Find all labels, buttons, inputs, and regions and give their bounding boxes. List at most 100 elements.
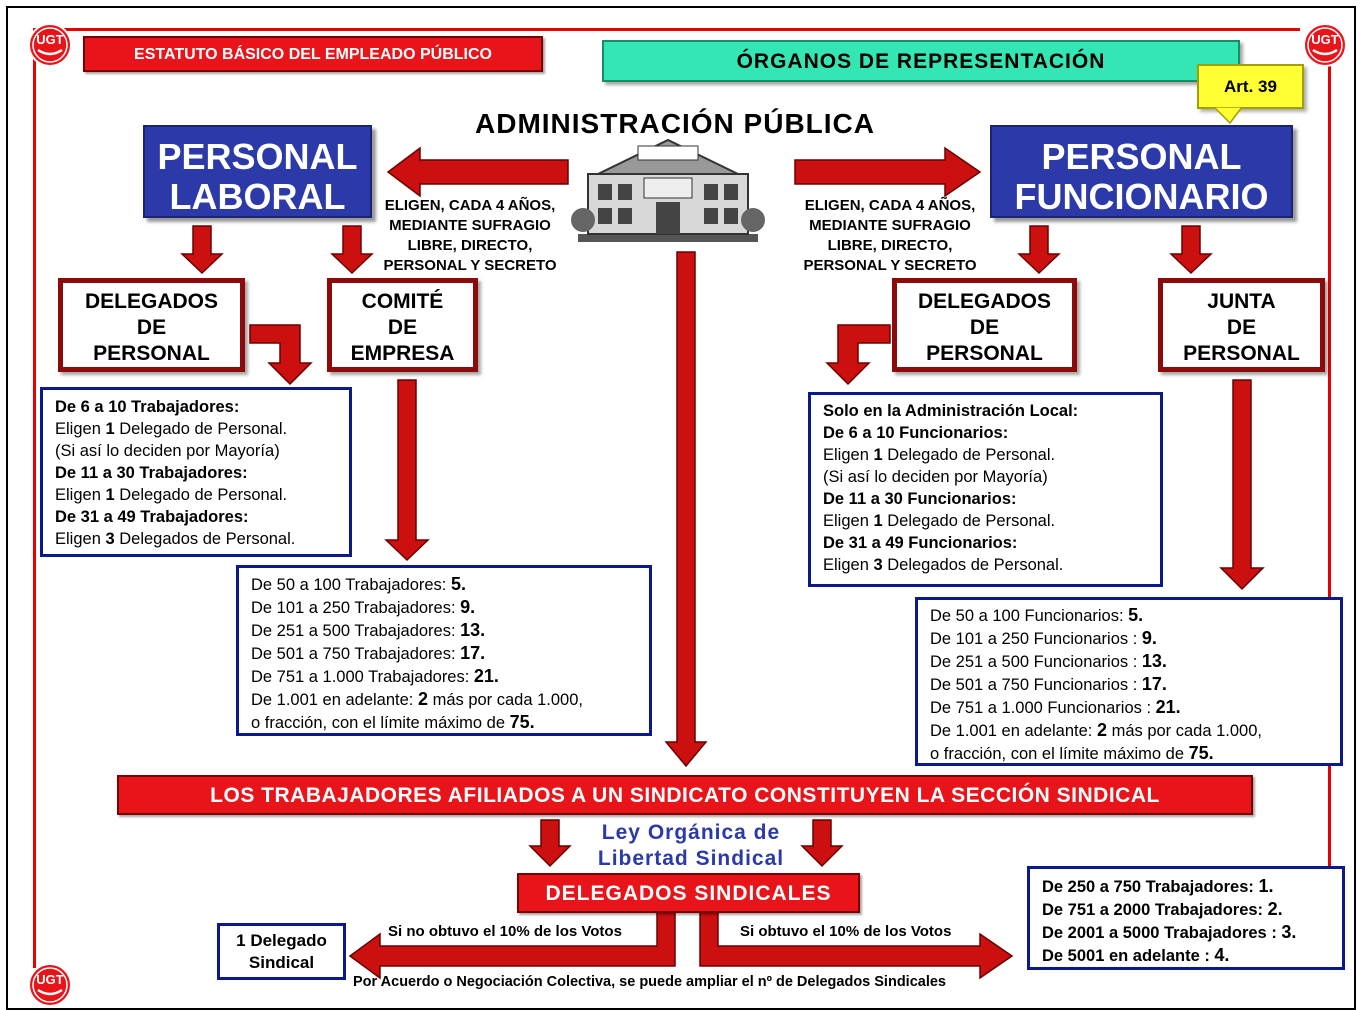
vote-line: LIBRE, DIRECTO, bbox=[827, 237, 953, 254]
vote-line: ELIGEN, CADA 4 AÑOS, bbox=[804, 197, 976, 214]
personal-laboral-title: PERSONAL LABORAL bbox=[143, 125, 372, 218]
text-segment: más por cada 1.000, bbox=[427, 691, 583, 709]
info-line: De 501 a 750 Funcionarios : 17. bbox=[930, 673, 1328, 696]
text-segment: Delegado de Personal. bbox=[882, 512, 1056, 530]
arrow-down bbox=[180, 225, 224, 275]
bold-text: 1 bbox=[105, 486, 115, 504]
bold-text: 9. bbox=[1141, 628, 1157, 648]
info-line: o fracción, con el límite máximo de 75. bbox=[251, 711, 637, 734]
bold-text: 3 bbox=[873, 556, 883, 574]
text-segment: De 101 a 250 Funcionarios : bbox=[930, 630, 1142, 648]
info-line: De 6 a 10 Funcionarios: bbox=[823, 422, 1148, 444]
bold-text: Solo en la Administración Local: bbox=[823, 402, 1079, 420]
title-line: PERSONAL bbox=[157, 136, 358, 177]
article-callout: Art. 39 bbox=[1197, 64, 1304, 109]
text-segment: Eligen bbox=[55, 486, 106, 504]
arrow-down bbox=[330, 225, 374, 275]
left-red-rule bbox=[33, 28, 36, 968]
text-segment: De 251 a 500 Funcionarios : bbox=[930, 653, 1142, 671]
laboral-vote-text: ELIGEN, CADA 4 AÑOS, MEDIANTE SUFRAGIO L… bbox=[370, 196, 570, 276]
vote-line: ELIGEN, CADA 4 AÑOS, bbox=[384, 197, 556, 214]
arrow-elbow-funcionario bbox=[825, 324, 891, 386]
info-line: De 501 a 750 Trabajadores: 17. bbox=[251, 642, 637, 665]
arrow-down bbox=[528, 819, 572, 868]
personal-funcionario-title: PERSONAL FUNCIONARIO bbox=[990, 125, 1293, 218]
seccion-sindical-banner: LOS TRABAJADORES AFILIADOS A UN SINDICAT… bbox=[117, 775, 1253, 815]
right-red-rule bbox=[1328, 60, 1331, 870]
arrow-down-comite bbox=[384, 379, 430, 562]
un-delegado-box: 1 Delegado Sindical bbox=[217, 923, 346, 980]
box-line: DELEGADOS bbox=[917, 290, 1051, 313]
arrow-obtuvo bbox=[699, 911, 1014, 980]
box-line: EMPRESA bbox=[350, 342, 455, 365]
bold-text: De 31 a 49 Trabajadores: bbox=[55, 508, 249, 526]
vote-line: PERSONAL Y SECRETO bbox=[803, 257, 977, 274]
bold-text: 13. bbox=[460, 620, 486, 640]
box-line: PERSONAL bbox=[1183, 342, 1300, 365]
bold-text: 17. bbox=[1141, 674, 1167, 694]
info-line: De 1.001 en adelante: 2 más por cada 1.0… bbox=[251, 688, 637, 711]
text-segment: De 751 a 2000 Trabajadores: bbox=[1042, 901, 1268, 919]
info-line: De 50 a 100 Trabajadores: 5. bbox=[251, 573, 637, 596]
bold-text: De 6 a 10 Trabajadores: bbox=[55, 398, 240, 416]
ugt-logo-icon: UGT bbox=[28, 963, 72, 1007]
logo-text: UGT bbox=[36, 32, 64, 47]
laboral-delegados-box: DELEGADOS DE PERSONAL bbox=[58, 278, 245, 372]
info-line: Eligen 1 Delegado de Personal. bbox=[55, 418, 337, 440]
info-line: De 31 a 49 Funcionarios: bbox=[823, 532, 1148, 554]
box-line: 1 Delegado bbox=[236, 931, 327, 950]
info-line: De 6 a 10 Trabajadores: bbox=[55, 396, 337, 418]
info-line: De 250 a 750 Trabajadores: 1. bbox=[1042, 875, 1330, 898]
bold-text: 21. bbox=[1155, 697, 1181, 717]
bold-text: 13. bbox=[1141, 651, 1167, 671]
text-segment: De 101 a 250 Trabajadores: bbox=[251, 599, 461, 617]
box-line: Sindical bbox=[248, 953, 315, 972]
junta-personal-box: JUNTA DE PERSONAL bbox=[1158, 278, 1325, 372]
title-line: FUNCIONARIO bbox=[1014, 176, 1269, 217]
box-line: COMITÉ bbox=[361, 290, 444, 313]
bold-text: 5. bbox=[450, 574, 466, 594]
text-segment: De 50 a 100 Funcionarios: bbox=[930, 607, 1129, 625]
box-line: PERSONAL bbox=[93, 342, 210, 365]
funcionario-delegados-box: DELEGADOS DE PERSONAL bbox=[892, 278, 1077, 372]
info-line: De 251 a 500 Funcionarios : 13. bbox=[930, 650, 1328, 673]
delegados-sindicales-banner: DELEGADOS SINDICALES bbox=[517, 873, 860, 913]
bold-text: 5. bbox=[1128, 605, 1144, 625]
info-line: De 11 a 30 Funcionarios: bbox=[823, 488, 1148, 510]
vote-line: MEDIANTE SUFRAGIO bbox=[389, 217, 551, 234]
organos-banner: ÓRGANOS DE REPRESENTACIÓN bbox=[602, 40, 1240, 82]
vote-line: PERSONAL Y SECRETO bbox=[383, 257, 557, 274]
title-line: LABORAL bbox=[169, 176, 346, 217]
title-line: PERSONAL bbox=[1041, 136, 1242, 177]
info-line: De 101 a 250 Funcionarios : 9. bbox=[930, 627, 1328, 650]
text-segment: De 501 a 750 Funcionarios : bbox=[930, 676, 1142, 694]
logo-text: UGT bbox=[1311, 32, 1339, 47]
arrow-down bbox=[1169, 225, 1213, 275]
info-line: De 31 a 49 Trabajadores: bbox=[55, 506, 337, 528]
info-line: Eligen 3 Delegados de Personal. bbox=[823, 554, 1148, 576]
funcionario-vote-text: ELIGEN, CADA 4 AÑOS, MEDIANTE SUFRAGIO L… bbox=[790, 196, 990, 276]
admin-title: ADMINISTRACIÓN PÚBLICA bbox=[475, 108, 875, 139]
arrow-down-junta bbox=[1219, 379, 1265, 591]
text-segment: Eligen bbox=[823, 512, 874, 530]
text-segment: De 1.001 en adelante: bbox=[930, 722, 1097, 740]
info-line: De 751 a 1.000 Trabajadores: 21. bbox=[251, 665, 637, 688]
bold-text: 1. bbox=[1258, 876, 1274, 896]
arrow-elbow-laboral bbox=[249, 324, 313, 386]
ley-line: Ley Orgánica de bbox=[601, 821, 781, 844]
info-line: Solo en la Administración Local: bbox=[823, 400, 1148, 422]
text-segment: De 251 a 500 Trabajadores: bbox=[251, 622, 461, 640]
text-segment: (Si así lo deciden por Mayoría) bbox=[823, 468, 1048, 486]
text-segment: Eligen bbox=[55, 530, 106, 548]
comite-empresa-box: COMITÉ DE EMPRESA bbox=[327, 278, 478, 372]
box-line: PERSONAL bbox=[926, 342, 1043, 365]
callout-pointer bbox=[1214, 107, 1243, 125]
text-segment: De 751 a 1.000 Funcionarios : bbox=[930, 699, 1156, 717]
bold-text: De 6 a 10 Funcionarios: bbox=[823, 424, 1009, 442]
junta-personal-info: De 50 a 100 Funcionarios: 5.De 101 a 250… bbox=[915, 597, 1343, 766]
bold-text: 4. bbox=[1214, 945, 1230, 965]
text-segment: De 50 a 100 Trabajadores: bbox=[251, 576, 451, 594]
laboral-delegados-info: De 6 a 10 Trabajadores: Eligen 1 Delegado… bbox=[40, 387, 352, 557]
arrow-center-down bbox=[664, 251, 708, 768]
bold-text: De 11 a 30 Trabajadores: bbox=[55, 464, 248, 482]
